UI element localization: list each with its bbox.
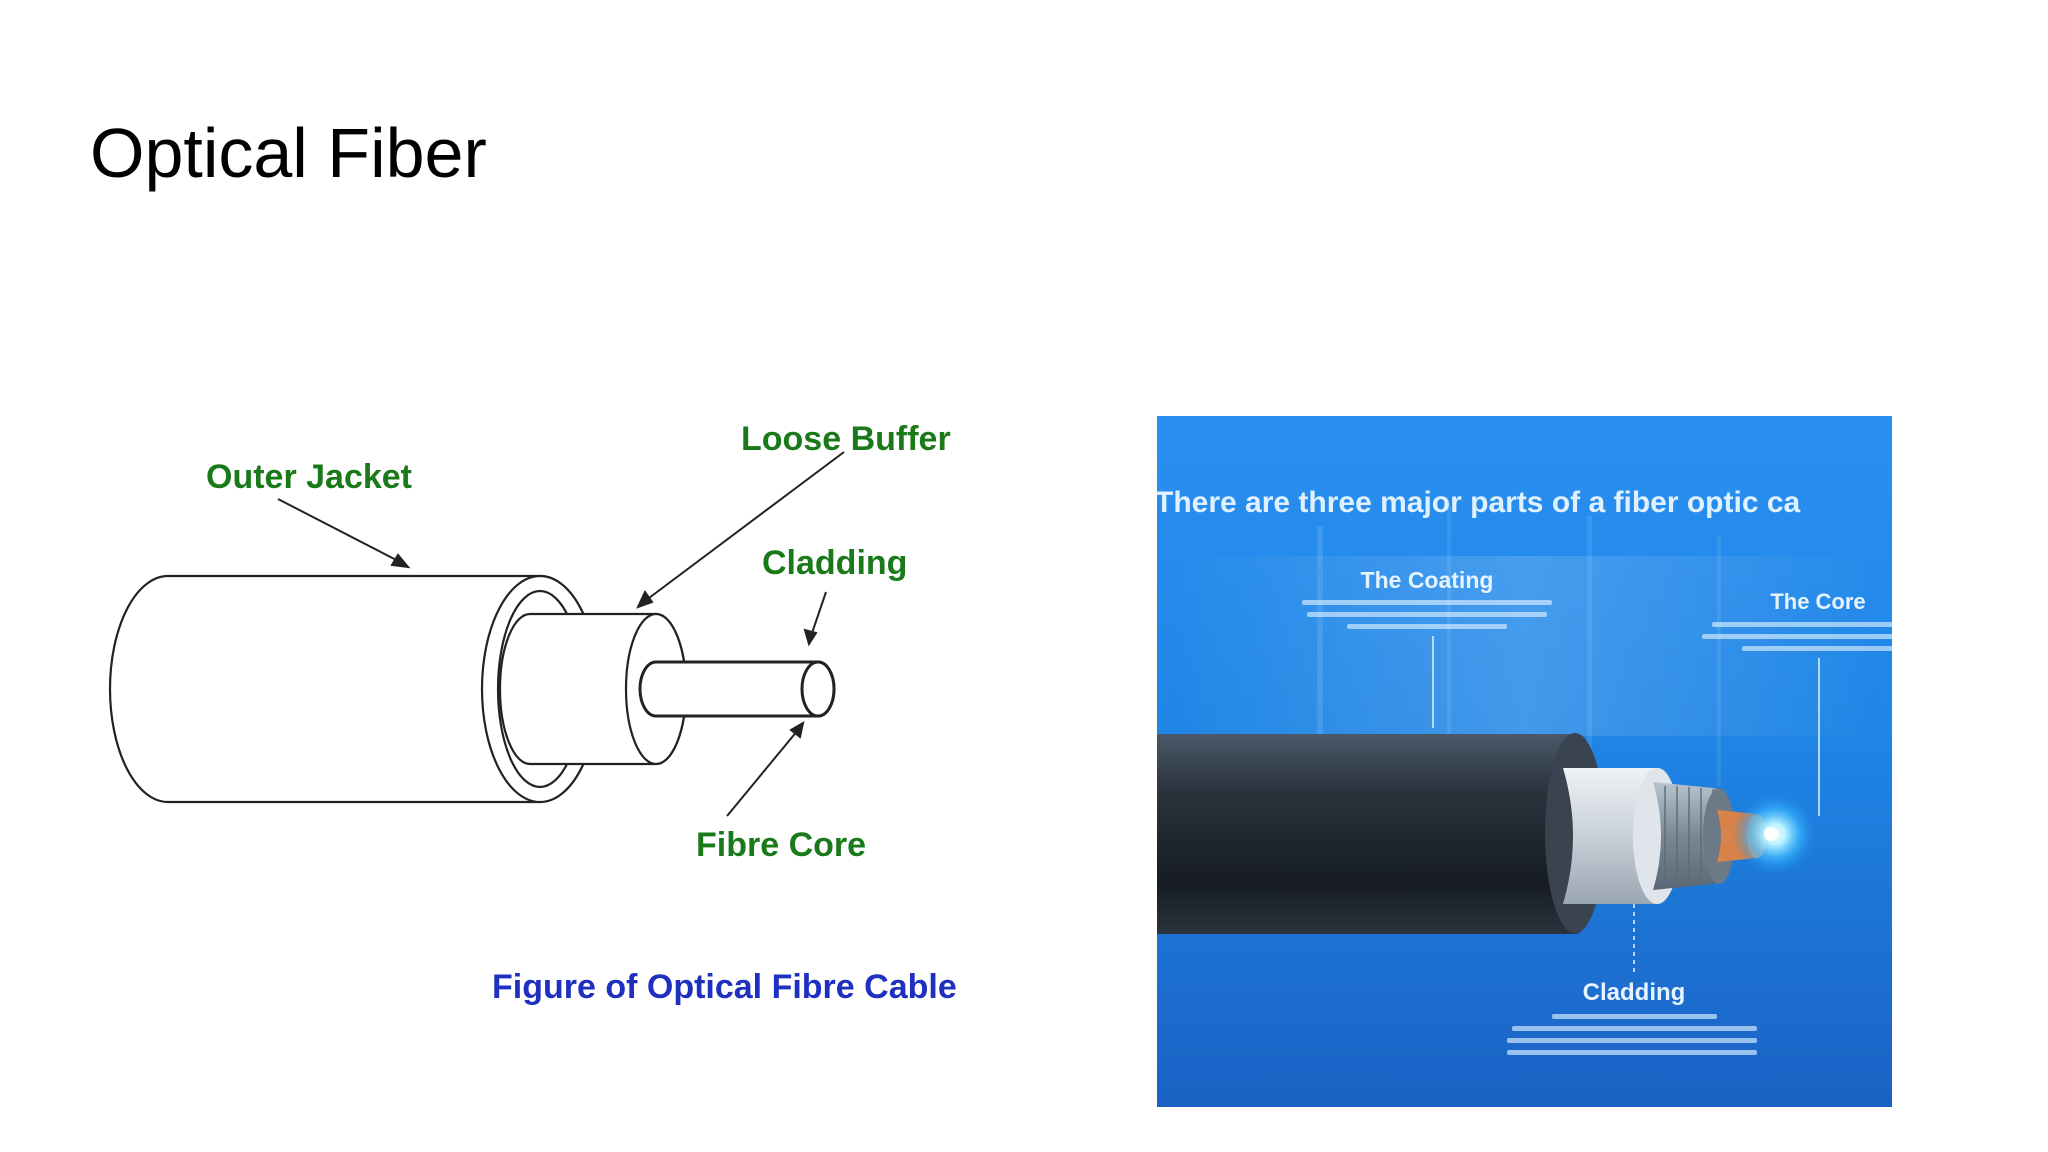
fibre-cable-diagram: Outer Jacket Loose Buffer Cladding Fibre… bbox=[100, 400, 1040, 1040]
cable-jacket bbox=[1157, 734, 1597, 934]
cladding-title: Cladding bbox=[1583, 979, 1686, 1006]
fibre-core-label: Fibre Core bbox=[696, 826, 866, 864]
cable-graphic bbox=[1157, 733, 1817, 934]
coating-title: The Coating bbox=[1361, 567, 1494, 593]
outer-jacket-label: Outer Jacket bbox=[206, 458, 412, 496]
illustration-headline: There are three major parts of a fiber o… bbox=[1157, 486, 1801, 519]
fibre-core-arrow bbox=[726, 729, 799, 817]
core-description-placeholder bbox=[1702, 622, 1892, 651]
cladding-arrow bbox=[810, 591, 827, 637]
coating-description-placeholder bbox=[1302, 600, 1552, 629]
slide-title: Optical Fiber bbox=[90, 114, 487, 192]
cladding-label: Cladding bbox=[762, 544, 907, 582]
figure-caption: Figure of Optical Fibre Cable bbox=[492, 968, 957, 1006]
loose-buffer-label: Loose Buffer bbox=[741, 420, 951, 458]
loose-buffer-arrow bbox=[644, 451, 845, 602]
fibre-cable-diagram-svg: Outer Jacket Loose Buffer Cladding Fibre… bbox=[108, 420, 957, 1006]
outer-jacket-arrow bbox=[277, 498, 403, 564]
core-title: The Core bbox=[1770, 589, 1865, 614]
fiber-optic-illustration-svg: There are three major parts of a fiber o… bbox=[1157, 416, 1892, 1107]
cladding-description-placeholder bbox=[1507, 1014, 1757, 1055]
fiber-optic-illustration: There are three major parts of a fiber o… bbox=[1157, 416, 1892, 1107]
fibre-core-end bbox=[800, 660, 836, 718]
